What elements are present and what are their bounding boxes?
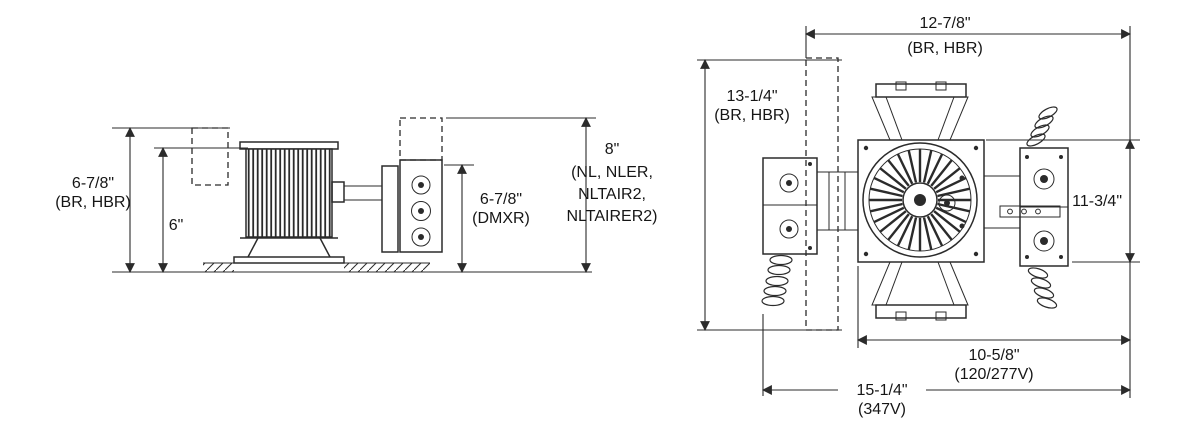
dim-recess-depth-value: 6-7/8"	[72, 175, 114, 192]
dim-recess-depth-models: (BR, HBR)	[55, 194, 131, 211]
side-view: 6-7/8" (BR, HBR) 6" 6-7/8" (DMXR) 8" (NL…	[55, 117, 658, 273]
right-bottom-flex-conduit-coil	[1027, 267, 1058, 309]
side-ceiling	[112, 262, 592, 273]
dim-total-depth: 8" (NL, NLER, NLTAIR2, NLTAIRER2)	[446, 117, 658, 273]
side-conduit-arm	[343, 185, 383, 201]
dim-depth-models2: NLTAIR2,	[578, 186, 646, 203]
dim-recess-depth: 6-7/8" (BR, HBR)	[55, 127, 230, 273]
plan-right-bracket	[983, 175, 1021, 229]
dim-low-voltage-value: 10-5/8"	[968, 347, 1019, 364]
heatsink-fins	[869, 149, 971, 251]
dim-height-right: 11-3/4"	[986, 139, 1140, 263]
dim-housing-height: 6"	[154, 147, 248, 273]
side-junction-box	[399, 117, 443, 253]
dim-width-value: 12-7/8"	[919, 15, 970, 32]
dim-low-voltage-models: (120/277V)	[954, 366, 1033, 383]
plan-right-strap	[999, 205, 1061, 218]
side-hanger-bracket-dashed	[191, 127, 229, 186]
plan-top-bracket	[871, 81, 969, 141]
dim-depth-models3: NLTAIRER2)	[567, 208, 658, 225]
plan-view: 12-7/8" (BR, HBR) 13-1/4" (BR, HBR) 11-3…	[697, 15, 1140, 418]
plan-left-coupling	[816, 171, 859, 231]
dim-347: 15-1/4" (347V)	[762, 314, 1131, 418]
side-junction-box-dashed-top	[399, 117, 443, 161]
dim-width-top: 12-7/8" (BR, HBR)	[805, 15, 1131, 58]
side-trim	[233, 237, 345, 264]
dim-width-models: (BR, HBR)	[907, 40, 983, 57]
plan-aperture	[862, 142, 978, 258]
plan-hanger-bar-dashed	[805, 57, 839, 331]
dim-dmxr-models: (DMXR)	[472, 210, 530, 227]
dim-bar-length-value: 13-1/4"	[726, 88, 777, 105]
plan-bottom-bracket	[871, 261, 969, 321]
dim-bar-length-left: 13-1/4" (BR, HBR)	[697, 59, 842, 331]
side-heatsink	[239, 141, 399, 253]
right-top-flex-conduit-coil	[1026, 106, 1058, 147]
dim-depth-value: 8"	[605, 141, 620, 158]
dim-height-right-value: 11-3/4"	[1072, 193, 1122, 210]
dim-low-voltage: 10-5/8" (120/277V)	[857, 266, 1131, 383]
plan-right-junction-box	[983, 106, 1069, 309]
dim-bar-length-models: (BR, HBR)	[714, 107, 790, 124]
side-heatsink-tab	[331, 181, 345, 203]
side-mounting-plate	[381, 165, 399, 253]
dim-housing-value: 6"	[169, 217, 184, 234]
dim-347-models: (347V)	[858, 401, 906, 418]
dim-dmxr-value: 6-7/8"	[480, 191, 522, 208]
dim-347-value: 15-1/4"	[856, 382, 907, 399]
dim-depth-models1: (NL, NLER,	[571, 164, 653, 181]
left-flex-conduit-coil	[761, 254, 793, 307]
dim-dmxr: 6-7/8" (DMXR)	[444, 164, 530, 273]
plan-left-junction-box	[761, 157, 859, 307]
